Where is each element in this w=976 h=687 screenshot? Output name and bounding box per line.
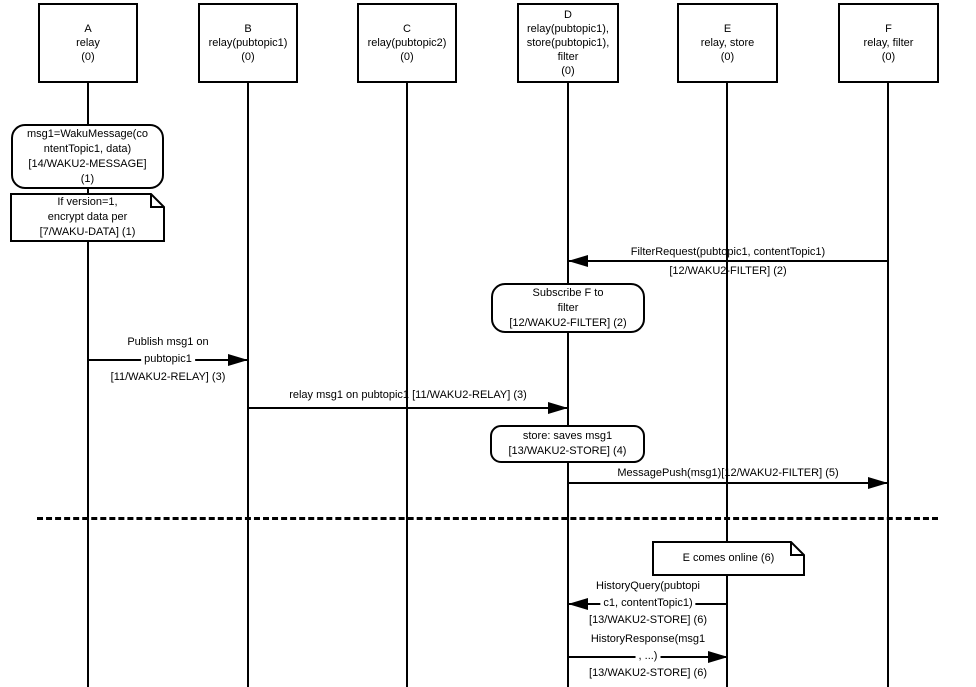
msg-filterrequest-line — [568, 260, 888, 262]
note-shape — [652, 541, 805, 576]
participant-d: D relay(pubtopic1), store(pubtopic1), fi… — [517, 3, 619, 83]
msg-publish-label-online: pubtopic1 — [141, 353, 195, 366]
msg-publish-arrowhead — [228, 354, 248, 366]
participant-c: C relay(pubtopic2) (0) — [357, 3, 457, 83]
msg-filterrequest-arrowhead — [568, 255, 588, 267]
lifeline-b — [247, 83, 249, 687]
msg-filterrequest-label: FilterRequest(pubtopic1, contentTopic1) — [630, 246, 826, 258]
msg-relay-line — [248, 407, 568, 409]
msg-historyquery-label-above: HistoryQuery(pubtopi — [596, 580, 700, 592]
note-e-comes-online: E comes online (6) — [652, 541, 805, 576]
participant-b: B relay(pubtopic1) (0) — [198, 3, 298, 83]
participant-a-label: A relay (0) — [76, 23, 100, 63]
participant-e-label: E relay, store (0) — [700, 23, 755, 63]
msg-historyresponse-arrowhead — [708, 651, 728, 663]
msg-historyquery-arrowhead — [568, 598, 588, 610]
msg-messagepush-line — [568, 482, 888, 484]
msg-filterrequest-sublabel: [12/WAKU2-FILTER] (2) — [669, 265, 787, 277]
participant-c-label: C relay(pubtopic2) (0) — [367, 23, 447, 63]
msg-historyresponse-label-online: , ...) — [635, 650, 661, 663]
lifeline-a — [87, 83, 89, 687]
participant-b-label: B relay(pubtopic1) (0) — [208, 23, 288, 63]
note-encrypt-data: If version=1, encrypt data per [7/WAKU-D… — [10, 193, 165, 242]
abox-waku-message-text: msg1=WakuMessage(co ntentTopic1, data) [… — [27, 127, 148, 185]
msg-historyresponse-label-below: [13/WAKU2-STORE] (6) — [589, 667, 707, 679]
participant-f: F relay, filter (0) — [838, 3, 939, 83]
msg-historyquery-label-below: [13/WAKU2-STORE] (6) — [589, 614, 707, 626]
msg-historyresponse-label-above: HistoryResponse(msg1 — [590, 633, 706, 645]
participant-a: A relay (0) — [38, 3, 138, 83]
note-e-comes-online-text: E comes online (6) — [682, 552, 775, 564]
abox-subscribe-filter: Subscribe F to filter [12/WAKU2-FILTER] … — [491, 283, 645, 333]
msg-messagepush-arrowhead — [868, 477, 888, 489]
msg-relay-label: relay msg1 on pubtopic1 [11/WAKU2-RELAY]… — [289, 389, 527, 401]
lifeline-c — [406, 83, 408, 687]
abox-store-saves: store: saves msg1 [13/WAKU2-STORE] (4) — [490, 425, 645, 463]
abox-store-saves-text: store: saves msg1 [13/WAKU2-STORE] (4) — [508, 430, 627, 457]
note-shape — [10, 193, 165, 242]
lifeline-e — [726, 83, 728, 687]
participant-f-label: F relay, filter (0) — [863, 23, 914, 63]
lifeline-d — [567, 83, 569, 687]
msg-historyquery-label-online: c1, contentTopic1) — [600, 597, 696, 610]
divider-dashed-line — [37, 517, 938, 520]
msg-publish-label-below: [11/WAKU2-RELAY] (3) — [110, 371, 226, 383]
abox-waku-message: msg1=WakuMessage(co ntentTopic1, data) [… — [11, 124, 164, 189]
msg-publish-label-above: Publish msg1 on — [127, 336, 209, 348]
msg-messagepush-label: MessagePush(msg1)[12/WAKU2-FILTER] (5) — [617, 467, 839, 479]
participant-d-label: D relay(pubtopic1), store(pubtopic1), fi… — [526, 9, 610, 77]
lifeline-f — [887, 83, 889, 687]
abox-subscribe-filter-text: Subscribe F to filter [12/WAKU2-FILTER] … — [509, 286, 627, 329]
msg-relay-arrowhead — [548, 402, 568, 414]
note-encrypt-data-text: If version=1, encrypt data per [7/WAKU-D… — [39, 196, 136, 238]
participant-e: E relay, store (0) — [677, 3, 778, 83]
